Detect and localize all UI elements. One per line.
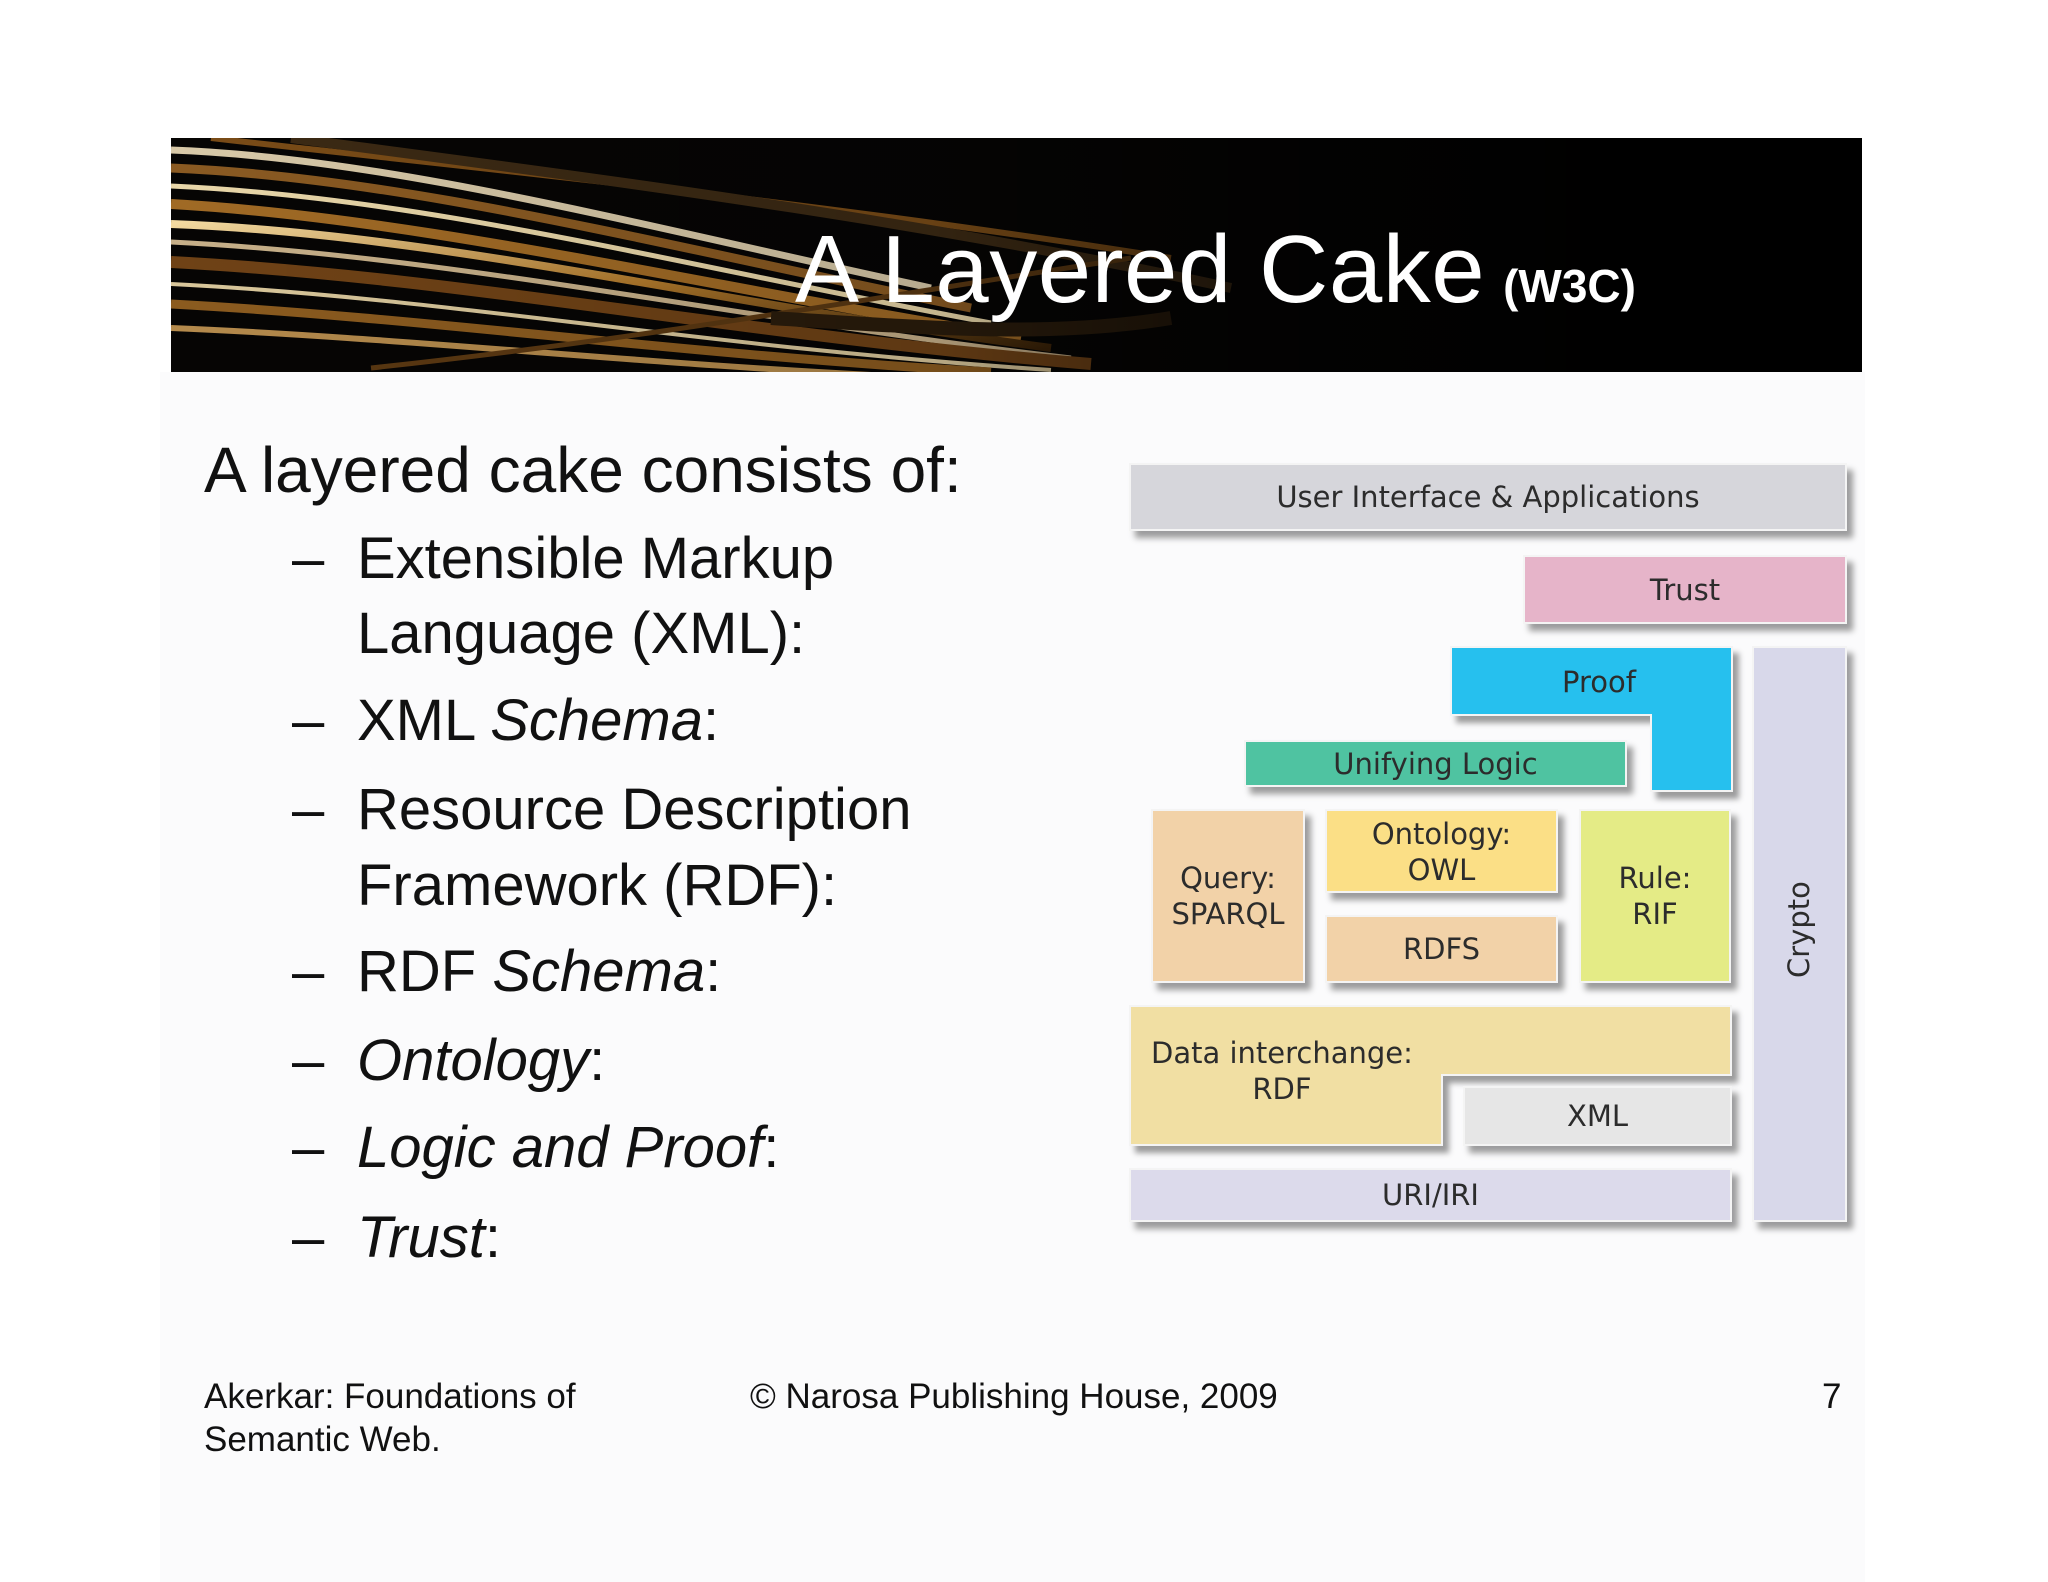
layer-proof-label: Proof [1562, 665, 1636, 699]
bullet-text-segment: XML [357, 688, 491, 753]
label-line: Rule: [1618, 861, 1692, 895]
bullet-text-italic: Logic and Proof [357, 1115, 764, 1180]
bullet-text-italic: Schema [492, 939, 706, 1004]
bullet-text-segment: : [703, 688, 720, 753]
layer-crypto [1752, 646, 1847, 1222]
layer-data-interchange [1129, 1005, 1732, 1146]
bullet-text: Logic and Proof: [357, 1110, 779, 1185]
layer-user-interface-label: User Interface & Applications [1276, 480, 1700, 514]
footer-author-line-2: Semantic Web. [204, 1420, 441, 1459]
label-line: RDF [1252, 1072, 1312, 1106]
layer-rdfs-label: RDFS [1402, 932, 1481, 966]
bullet-text: Extensible Markup [357, 521, 834, 596]
label-line: OWL [1407, 853, 1476, 887]
bullet-dash: – [292, 1205, 325, 1270]
bullet-text: Trust: [357, 1200, 501, 1275]
bullet-text-segment: : [705, 939, 722, 1004]
slide-title: A Layered Cake(W3C) [795, 222, 1636, 318]
bullet-text-segment: : [484, 1205, 501, 1270]
layer-user-interface: User Interface & Applications [1129, 463, 1847, 531]
bullet-text-segment: Language (XML): [357, 601, 806, 666]
footer-copyright: © Narosa Publishing House, 2009 [750, 1377, 1278, 1416]
bullet-dash: – [292, 1115, 325, 1180]
bullet-dash: – [292, 526, 325, 591]
layer-rule: Rule:RIF [1579, 809, 1731, 983]
layer-uri: URI/IRI [1129, 1168, 1732, 1222]
layer-xml: XML [1463, 1086, 1732, 1146]
layer-unifying-logic: Unifying Logic [1244, 740, 1627, 787]
layer-query: Query:SPARQL [1151, 809, 1305, 983]
bullet-dash: – [292, 1028, 325, 1093]
label-line: RIF [1632, 897, 1678, 931]
label-line: Query: [1180, 861, 1276, 895]
bullet-text: Framework (RDF): [357, 848, 837, 923]
bullet-text-segment: RDF [357, 939, 493, 1004]
bullet-text: Language (XML): [357, 596, 805, 671]
footer-author-line-1: Akerkar: Foundations of [204, 1377, 576, 1416]
footer-page-number: 7 [1822, 1377, 1842, 1416]
slide-title-text: A Layered Cake [795, 216, 1486, 323]
bullet-dash: – [292, 777, 325, 842]
layer-ontology-label: Ontology:OWL [1327, 816, 1556, 888]
bullet-text-segment: Framework (RDF): [357, 853, 838, 918]
layer-data-interchange-label: Data interchange:RDF [1151, 1035, 1413, 1107]
bullet-text-segment: : [763, 1115, 780, 1180]
layer-ontology: Ontology:OWL [1325, 809, 1558, 893]
bullet-text: XML Schema: [357, 683, 719, 758]
layer-trust-label: Trust [1649, 572, 1721, 607]
bullet-text-italic: Schema [490, 688, 703, 753]
bullet-text: Resource Description [357, 772, 911, 847]
layer-unifying-logic-label: Unifying Logic [1333, 746, 1538, 781]
banner-abstract-image [171, 138, 1862, 372]
bullet-dash: – [292, 688, 325, 753]
content-heading: A layered cake consists of: [204, 434, 962, 506]
bullet-text-segment: Resource Description [357, 777, 912, 842]
bullet-text: RDF Schema: [357, 934, 721, 1009]
bullet-text-segment: : [589, 1028, 606, 1093]
layer-proof [1450, 646, 1733, 792]
bullet-text-italic: Trust [357, 1205, 485, 1270]
footer-author: Akerkar: Foundations of Semantic Web. [204, 1375, 576, 1461]
header-banner [171, 138, 1862, 372]
bullet-text-segment: Extensible Markup [357, 526, 835, 591]
label-line: SPARQL [1171, 897, 1285, 931]
label-line: Data interchange: [1151, 1036, 1413, 1070]
layer-rule-label: Rule:RIF [1619, 860, 1692, 932]
slide-title-tag: (W3C) [1503, 260, 1636, 312]
layer-crypto-label: Crypto [1782, 881, 1816, 978]
layer-xml-label: XML [1566, 1099, 1629, 1133]
label-line: Ontology: [1371, 817, 1512, 851]
layer-rdfs: RDFS [1325, 915, 1558, 983]
layer-uri-label: URI/IRI [1382, 1178, 1479, 1212]
bullet-text: Ontology: [357, 1023, 605, 1098]
layer-trust: Trust [1523, 555, 1847, 624]
layer-query-label: Query:SPARQL [1171, 860, 1284, 932]
bullet-text-italic: Ontology [357, 1028, 590, 1093]
bullet-dash: – [292, 939, 325, 1004]
